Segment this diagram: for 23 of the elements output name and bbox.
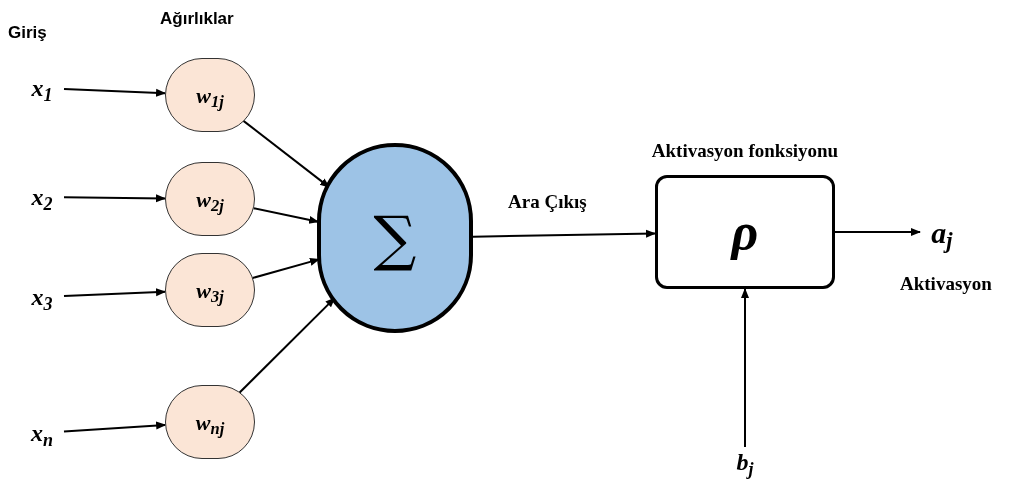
column-heading: Ağırlıklar: [160, 8, 234, 30]
math-symbol: a$_{j}$: [931, 214, 953, 255]
math-symbol: w$_{2j}$: [196, 185, 224, 216]
column-heading: Giriş: [8, 22, 47, 44]
arrow: [63, 288, 167, 298]
math-symbol: x$_{n}$: [31, 419, 53, 451]
arrow: [63, 87, 167, 97]
node-heading: Aktivasyon fonksiyonu: [650, 139, 840, 163]
math-symbol: w$_{nj}$: [195, 408, 225, 439]
math-symbol: b$_{j}$: [736, 448, 754, 480]
math-symbol: x$_{3}$: [31, 283, 53, 315]
arrow: [741, 288, 749, 448]
arrow: [237, 297, 336, 395]
node-caption: Aktivasyon: [900, 272, 992, 296]
math-symbol: w$_{1j}$: [196, 81, 224, 112]
function-symbol: ρ: [731, 206, 759, 258]
arrow: [63, 421, 167, 433]
math-symbol: w$_{3j}$: [196, 276, 224, 307]
arrow: [63, 194, 166, 203]
math-symbol: x$_{1}$: [31, 74, 53, 106]
math-symbol: x$_{2}$: [31, 183, 53, 215]
arrow: [834, 228, 921, 236]
arrow: [472, 229, 656, 238]
